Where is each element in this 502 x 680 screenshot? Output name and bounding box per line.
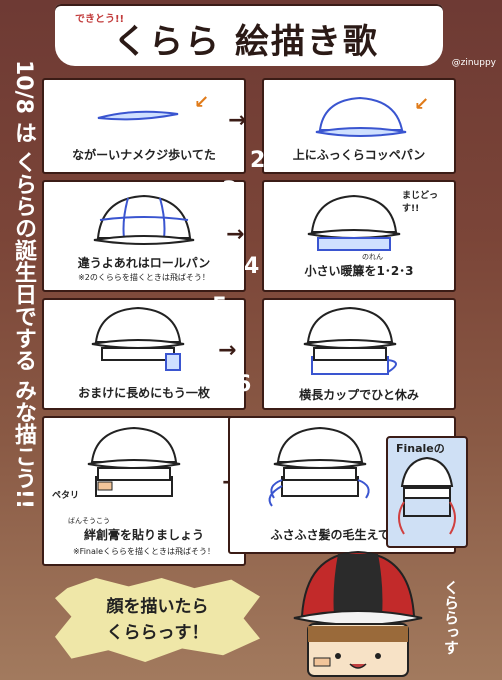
final-line-2: くららっす！	[106, 623, 209, 643]
final-line-1: 顔を描いたら	[106, 597, 209, 617]
kurara-character-illustration	[293, 550, 423, 677]
author-handle: @zinuppy	[451, 58, 496, 68]
title-banner: できとう!! くらら 絵描き歌	[55, 4, 443, 66]
noren-drawing	[307, 194, 401, 251]
hair-drawing	[268, 426, 370, 507]
side-message: 10/8 は くららの誕生日でする みな描こう!!	[11, 60, 36, 510]
step-note-3: ※2のくららを描くときは飛ばそう！	[78, 273, 210, 282]
page-title: くらら 絵描き歌	[113, 22, 379, 62]
step-caption-6: 横長カップでひと休み	[299, 388, 419, 402]
step-caption-5: おまけに長めにもう一枚	[78, 386, 210, 400]
step-number-3: 3	[222, 178, 238, 203]
finale-drawing	[398, 456, 456, 535]
step-number-8: 8	[232, 530, 248, 555]
final-speech-bubble: 顔を描いたら くららっす！	[55, 578, 260, 662]
slug-drawing	[97, 110, 179, 121]
arrow-icon: →	[218, 338, 237, 363]
arrow-icon: →	[226, 222, 245, 247]
step-panel-4: まじどっす!! のれん 小さい暖簾を1･2･3	[262, 180, 456, 292]
step-number-2: 2	[250, 148, 266, 173]
majidossu-text: まじどっす!!	[402, 191, 439, 214]
step-panel-1: ↙ ながーいナメクジ歩いてた	[42, 78, 246, 174]
step-caption-7: 絆創膏を貼りましょう	[83, 528, 204, 542]
arrow-hint-icon: ↙	[194, 92, 210, 113]
finale-label: Finaleの	[396, 442, 445, 455]
kurara-side-text: くららっす	[442, 580, 460, 655]
title-badge: できとう!!	[75, 14, 125, 25]
step-panel-3: 違うよあれはロールパン ※2のくららを描くときは飛ばそう！	[42, 180, 246, 292]
arrow-icon: →	[228, 108, 247, 133]
step-panel-5: おまけに長めにもう一枚	[42, 298, 246, 410]
noren-ruby: のれん	[362, 253, 383, 261]
bandage-drawing	[87, 426, 181, 497]
step-number-7: 7	[196, 422, 212, 447]
roll-bun-drawing	[93, 194, 195, 245]
step-caption-3: 違うよあれはロールパン	[77, 256, 211, 270]
step-caption-4: 小さい暖簾を1･2･3	[304, 264, 414, 278]
cup-drawing	[303, 306, 397, 375]
step-panel-7: ペタリ ばんそうこう 絆創膏を貼りましょう ※Finaleくららを描くときは飛ば…	[42, 416, 246, 566]
bun-drawing	[315, 96, 407, 137]
step-number-6: 6	[236, 372, 252, 397]
step-caption-1: ながーいナメクジ歩いてた	[72, 148, 216, 162]
petari-text: ペタリ	[52, 491, 80, 501]
step-number-5: 5	[212, 294, 228, 319]
bansoukou-ruby: ばんそうこう	[68, 517, 110, 525]
finale-inset: Finaleの	[386, 436, 468, 548]
arrow-hint-icon: ↙	[414, 94, 430, 115]
step-panel-6: 横長カップでひと休み	[262, 298, 456, 410]
step-panel-2: ↙ 上にふっくらコッペパン	[262, 78, 456, 174]
step-caption-8: ふさふさ髪の毛生えてきて	[270, 528, 414, 542]
extra-noren-drawing	[91, 306, 185, 371]
step-number-1: 1	[208, 78, 224, 103]
step-caption-2: 上にふっくらコッペパン	[292, 148, 426, 162]
step-number-4: 4	[244, 254, 260, 279]
step-note-7: ※Finaleくららを描くときは飛ばそう！	[72, 547, 216, 556]
